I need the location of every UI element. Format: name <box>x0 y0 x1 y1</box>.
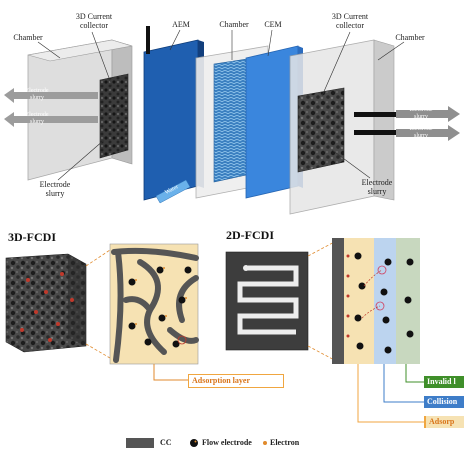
2d-cc-layer <box>332 238 344 364</box>
legend-electron-label: Electron <box>270 438 300 447</box>
legend-cc-label: CC <box>160 438 172 447</box>
serpentine-channel <box>237 265 299 335</box>
right-3d-current-collector <box>297 87 345 173</box>
right-slurry-arrow-2 <box>396 125 460 141</box>
label-slurry-left-1: Electrode slurry <box>25 88 49 101</box>
tag-collision-layer: Collision <box>424 396 464 408</box>
label-slurry-left-bottom: Electrode slurry <box>39 180 71 198</box>
label-slurry-right-2: Electrode slurry <box>409 126 433 139</box>
2d-flow-electrode-particles <box>346 252 414 354</box>
title-3d-fcdi: 3D-FCDI <box>8 230 56 244</box>
legend-flow-electrode-marker <box>190 439 198 447</box>
label-slurry-right-bottom: Electrode slurry <box>361 178 393 196</box>
label-chamber-left: Chamber <box>13 33 43 42</box>
3d-current-collector-fibers <box>111 247 199 363</box>
panel-2d-fcdi <box>225 238 424 423</box>
left-slurry-arrow-2 <box>4 112 98 127</box>
right-tube-2 <box>354 130 402 135</box>
legend-electron-marker <box>263 441 267 445</box>
label-slurry-left-2: Electrode slurry <box>25 112 49 125</box>
2d-collision-layer <box>374 238 396 364</box>
label-3d-collector-right: 3D Current collector <box>331 12 369 30</box>
label-3d-collector-left: 3D Current collector <box>75 12 113 30</box>
left-slurry-arrow-1 <box>4 88 98 103</box>
label-slurry-right-1: Electrode slurry <box>409 107 433 120</box>
label-cem: CEM <box>264 20 282 29</box>
water-inlet <box>155 179 191 204</box>
left-chamber <box>27 39 113 181</box>
legend <box>126 438 267 448</box>
tag-adsorption-layer-2d: Adsorp <box>424 416 464 428</box>
3d-foam-ions <box>20 272 74 342</box>
exploded-cell-assembly <box>4 26 460 215</box>
tag-adsorption-layer-3d: Adsorption layer <box>188 374 284 388</box>
title-2d-fcdi: 2D-FCDI <box>226 228 274 242</box>
right-tube-1 <box>354 112 402 117</box>
label-chamber-mid: Chamber <box>219 20 249 29</box>
tag-invalid-layer: Invalid l <box>424 376 464 388</box>
left-3d-current-collector <box>99 73 129 159</box>
label-chamber-right: Chamber <box>395 33 425 42</box>
label-aem: AEM <box>172 20 190 29</box>
legend-cc-swatch <box>126 438 154 448</box>
panel-3d-fcdi <box>5 243 199 381</box>
aem-membrane <box>143 39 199 201</box>
legend-flow-electrode-label: Flow electrode <box>202 438 252 447</box>
3d-flow-electrode-particles <box>128 266 192 348</box>
right-slurry-arrow-1 <box>396 106 460 122</box>
